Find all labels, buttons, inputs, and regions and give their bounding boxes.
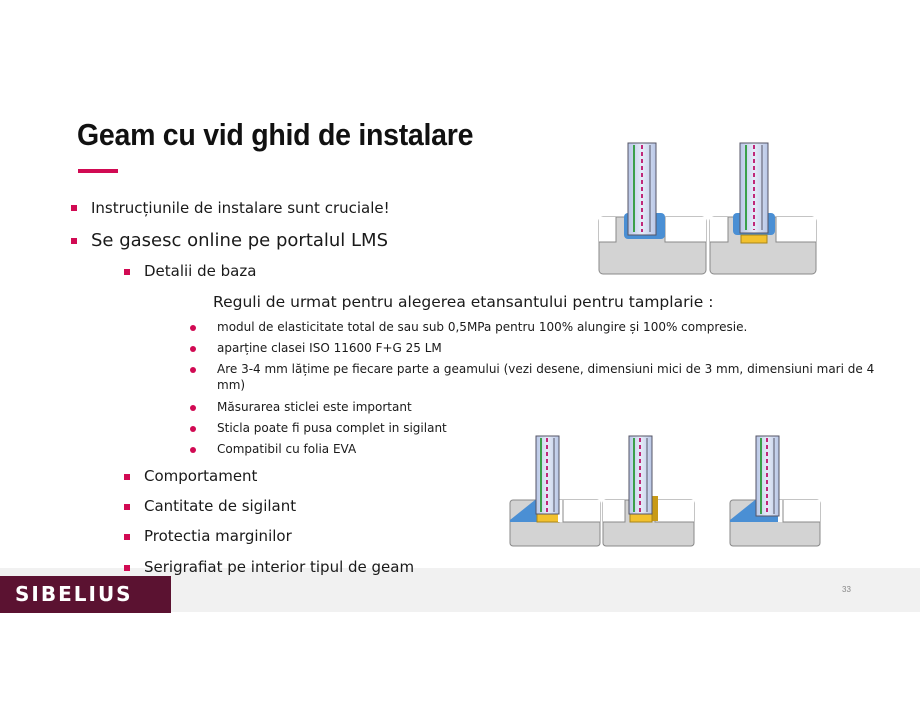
- bullet-dot: [190, 367, 196, 373]
- bullet-text: Detalii de baza: [144, 262, 257, 280]
- glazing-diagram-bottom-2: [602, 435, 695, 547]
- bullet-text: Se gasesc online pe portalul LMS: [91, 230, 389, 251]
- rule-text: aparține clasei ISO 11600 F+G 25 LM: [217, 341, 442, 355]
- bullet-text: Cantitate de sigilant: [144, 497, 297, 515]
- bullet-text: Protectia marginilor: [144, 527, 292, 545]
- bullet-dot: [190, 346, 196, 352]
- bullet-square: [71, 205, 77, 211]
- bullet-text: Comportament: [144, 467, 258, 485]
- glazing-diagram-top-1: [598, 142, 707, 275]
- bullet-text: Instrucțiunile de instalare sunt crucial…: [91, 199, 390, 217]
- glazing-diagram-bottom-1: [509, 435, 601, 547]
- rule-text: Are 3-4 mm lățime pe fiecare parte a gea…: [217, 362, 875, 376]
- rules-heading: Reguli de urmat pentru alegerea etansant…: [213, 293, 714, 311]
- bullet-dot: [190, 405, 196, 411]
- bullet-square: [124, 565, 130, 571]
- bullet-dot: [190, 426, 196, 432]
- rule-text: Măsurarea sticlei este important: [217, 400, 412, 414]
- slide-title: Geam cu vid ghid de instalare: [77, 117, 474, 152]
- rule-text: modul de elasticitate total de sau sub 0…: [217, 320, 748, 334]
- bullet-dot: [190, 447, 196, 453]
- bullet-square: [124, 474, 130, 480]
- bullet-square: [124, 269, 130, 275]
- rule-text-cont: mm): [217, 378, 246, 392]
- bullet-text: Serigrafiat pe interior tipul de geam: [144, 558, 415, 576]
- bullet-square: [124, 534, 130, 540]
- page-number: 33: [842, 585, 851, 594]
- sibelius-logo: [0, 576, 171, 613]
- rule-text: Sticla poate fi pusa complet in sigilant: [217, 421, 447, 435]
- rule-text: Compatibil cu folia EVA: [217, 442, 357, 456]
- glazing-diagram-bottom-3: [729, 435, 821, 547]
- bullet-square: [124, 504, 130, 510]
- glazing-diagram-top-2: [709, 142, 817, 275]
- logo-text: SIBELIUS: [15, 582, 133, 606]
- bullet-dot: [190, 325, 196, 331]
- bullet-square: [71, 238, 77, 244]
- title-underline: [78, 169, 118, 173]
